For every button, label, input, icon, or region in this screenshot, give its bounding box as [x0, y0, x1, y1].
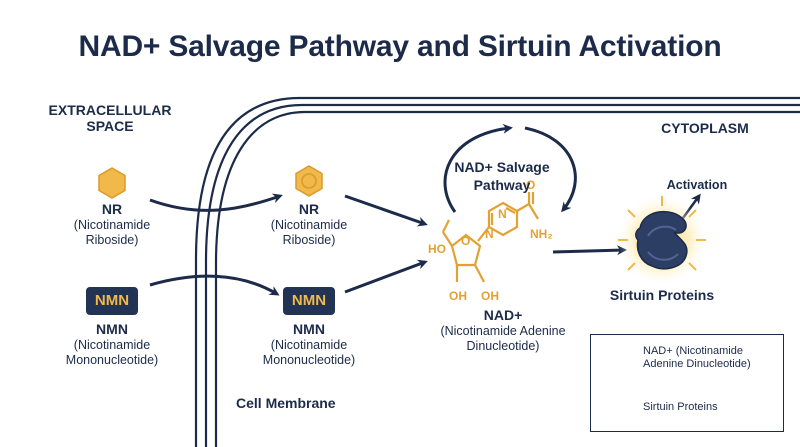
extracellular-nmn-badge: NMN — [86, 287, 138, 315]
nad-atom-n2: N — [485, 227, 494, 241]
legend-sirtuin-text: Sirtuin Proteins — [643, 401, 718, 413]
nad-name: NAD+ — [483, 307, 523, 323]
nad-molecule-icon — [442, 192, 539, 283]
cell-membrane-label: Cell Membrane — [236, 395, 336, 411]
nad-atom-oh2: OH — [481, 289, 499, 303]
nad-full: (Nicotinamide Adenine Dinucleotide) — [440, 324, 566, 353]
extracellular-nmn-full: (Nicotinamide Mononucleotide) — [65, 338, 159, 367]
nmn-transport-arrow — [149, 274, 280, 296]
nad-atom-nh2: NH₂ — [530, 227, 553, 241]
activation-label: Activation — [652, 178, 742, 193]
nr-hexagon-icon — [98, 167, 126, 199]
nad-atom-n1: N — [498, 207, 507, 221]
extracellular-nr-full: (Nicotinamide Riboside) — [73, 218, 151, 247]
sirtuin-label: Sirtuin Proteins — [602, 286, 722, 304]
nr-to-nad-arrow — [344, 194, 428, 227]
salvage-cycle-left-arrow — [443, 123, 513, 213]
intracellular-nr-label: NR (Nicotinamide Riboside) — [249, 200, 369, 248]
activation-text: Activation — [666, 178, 728, 192]
extracellular-nr-name: NR — [101, 201, 123, 217]
salvage-pathway-label: NAD+ Salvage Pathway — [442, 158, 562, 194]
extracellular-nmn-name: NMN — [96, 321, 128, 337]
salvage-pathway-text: NAD+ Salvage Pathway — [454, 159, 550, 193]
extracellular-space-label: EXTRACELLULAR SPACE — [48, 102, 172, 134]
sirtuin-protein-icon — [618, 196, 706, 284]
cell-membrane — [194, 96, 800, 447]
nmn-to-nad-arrow — [344, 259, 428, 294]
intracellular-nr-name: NR — [298, 201, 320, 217]
nad-atom-o2: O — [526, 178, 535, 192]
nad-to-sirtuin-arrow — [552, 245, 627, 256]
intracellular-nmn-label: NMN (Nicotinamide Mononucleotide) — [239, 320, 379, 368]
extracellular-nr-label: NR (Nicotinamide Riboside) — [52, 200, 172, 248]
nad-atom-oh1: OH — [449, 289, 467, 303]
intracellular-nr-full: (Nicotinamide Riboside) — [270, 218, 348, 247]
nad-atom-o: O — [461, 234, 470, 248]
legend: NAD+ (Nicotinamide Adenine Dinucleotide)… — [590, 334, 784, 432]
nr-ring-icon — [295, 165, 323, 197]
nr-transport-arrow — [149, 193, 283, 212]
intracellular-nmn-name: NMN — [293, 321, 325, 337]
nad-label: NAD+ (Nicotinamide Adenine Dinucleotide) — [418, 306, 588, 354]
nad-atom-ho: HO — [428, 242, 446, 256]
extracellular-nmn-label: NMN (Nicotinamide Mononucleotide) — [42, 320, 182, 368]
cytoplasm-label: CYTOPLASM — [661, 120, 749, 136]
page-title: NAD+ Salvage Pathway and Sirtuin Activat… — [78, 30, 722, 63]
intracellular-nmn-badge: NMN — [283, 287, 335, 315]
legend-nad-text: NAD+ (Nicotinamide Adenine Dinucleotide) — [643, 345, 751, 370]
sirtuin-text: Sirtuin Proteins — [609, 287, 715, 303]
intracellular-nmn-full: (Nicotinamide Mononucleotide) — [262, 338, 356, 367]
salvage-cycle-right-arrow — [524, 126, 577, 213]
